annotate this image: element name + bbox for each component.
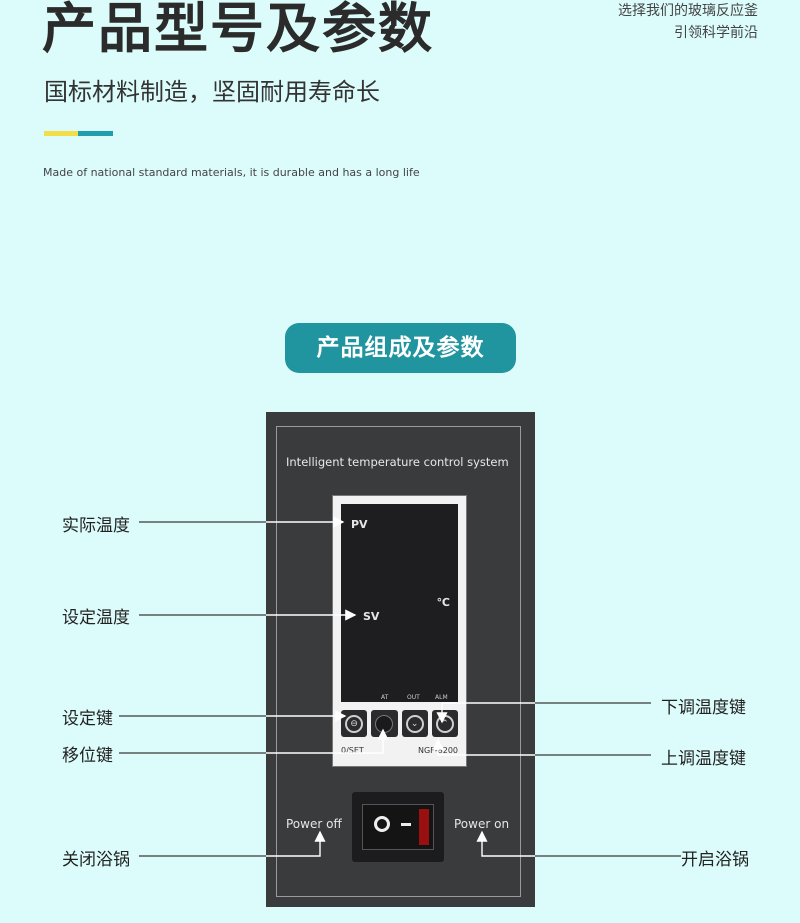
callout-actual-temp: 实际温度: [62, 516, 130, 536]
temperature-controller: PV SV ℃ AT OUT ALM ⊖ ⌄ ⌃ 0/SET NGF-8200: [332, 495, 467, 767]
panel-title: Intelligent temperature control system: [286, 455, 509, 469]
pv-label: PV: [351, 518, 368, 531]
section-pill: 产品组成及参数: [285, 323, 516, 373]
up-key: ⌃: [431, 710, 458, 737]
callout-set-key: 设定键: [62, 709, 113, 729]
controller-keys: ⊖ ⌄ ⌃: [341, 710, 458, 740]
callout-shift-key: 移位键: [62, 746, 113, 766]
sv-label: SV: [363, 610, 380, 623]
callout-close-bath: 关闭浴锅: [62, 850, 130, 870]
power-switch: [352, 792, 444, 862]
panel-border: [276, 426, 521, 897]
off-symbol-icon: [374, 816, 390, 832]
chevron-down-icon: ⌄: [405, 714, 424, 733]
controller-model: 0/SET NGF-8200: [341, 746, 458, 755]
model-left: 0/SET: [341, 746, 364, 755]
slogan-line-2: 引领科学前沿: [674, 25, 758, 41]
subtitle: 国标材料制造，坚固耐用寿命长: [44, 78, 380, 106]
rocker-indicator: [419, 809, 429, 845]
rocker-switch: [362, 804, 434, 850]
chevron-up-icon: ⌃: [435, 714, 454, 733]
controller-screen: PV SV ℃ AT OUT ALM: [341, 504, 458, 702]
shift-key: [371, 710, 398, 737]
slogan-line-1: 选择我们的玻璃反应釜: [618, 3, 758, 19]
down-key: ⌄: [401, 710, 428, 737]
led-out: OUT: [407, 694, 420, 701]
subtitle-english: Made of national standard materials, it …: [43, 166, 420, 179]
led-at: AT: [381, 694, 389, 701]
model-right: NGF-8200: [417, 746, 458, 755]
led-alm: ALM: [435, 694, 448, 701]
slogan: 选择我们的玻璃反应釜 引领科学前沿: [618, 0, 758, 44]
power-on-label: Power on: [454, 817, 510, 831]
callout-set-temp: 设定温度: [62, 608, 130, 628]
callout-open-bath: 开启浴锅: [681, 850, 749, 870]
page-title: 产品型号及参数: [42, 0, 434, 60]
control-panel-image: Intelligent temperature control system P…: [266, 412, 535, 907]
shift-key-icon: [375, 714, 394, 733]
set-key: ⊖: [341, 710, 368, 737]
callout-down-key: 下调温度键: [661, 698, 746, 718]
callout-up-key: 上调温度键: [661, 749, 746, 769]
accent-teal: [78, 131, 113, 136]
celsius-unit: ℃: [436, 596, 450, 609]
on-symbol-icon: [401, 823, 411, 826]
accent-yellow: [44, 131, 78, 136]
set-key-icon: ⊖: [345, 714, 364, 733]
power-off-label: Power off: [286, 817, 342, 831]
